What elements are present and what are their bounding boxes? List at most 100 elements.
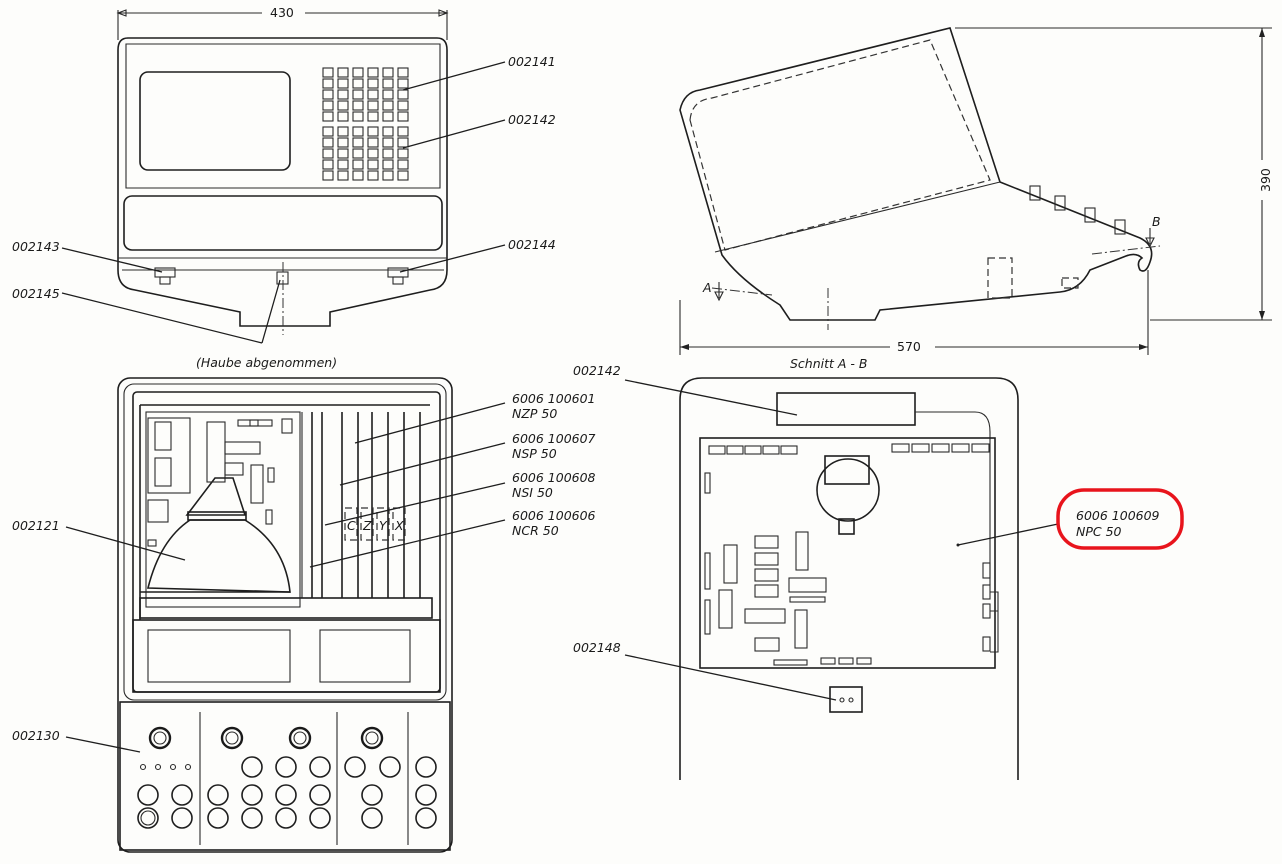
screen	[139, 71, 291, 171]
highlight-circle	[1056, 488, 1184, 550]
component	[820, 657, 836, 665]
circuit-board	[704, 443, 999, 666]
key	[397, 137, 409, 148]
board-name-npc: NPC 50	[1076, 524, 1122, 539]
slot-marker	[376, 507, 390, 541]
component	[704, 599, 711, 635]
key	[382, 67, 394, 78]
section-mark-b: B	[1152, 214, 1161, 229]
slot-marker	[344, 507, 358, 541]
panel-button	[415, 756, 437, 778]
label-002141: 002141	[508, 54, 556, 69]
knob	[360, 726, 384, 750]
component	[754, 535, 779, 549]
key	[352, 78, 364, 89]
board-code-nsi: 6006 100608	[512, 470, 596, 485]
panel-button	[275, 784, 297, 806]
component	[982, 584, 991, 600]
knob-inner	[365, 731, 379, 745]
key	[352, 89, 364, 100]
key	[322, 78, 334, 89]
key	[337, 126, 349, 137]
component	[762, 445, 780, 455]
key	[337, 170, 349, 181]
indicator-lamp	[169, 763, 177, 771]
panel-button	[171, 807, 193, 829]
width-dimension: 430	[270, 5, 294, 20]
panel-button	[275, 756, 297, 778]
indicator-lamp	[139, 763, 147, 771]
component	[723, 544, 738, 584]
component	[704, 552, 711, 590]
component	[780, 445, 798, 455]
component	[754, 552, 779, 566]
component	[856, 657, 872, 665]
key	[337, 100, 349, 111]
key	[367, 170, 379, 181]
component	[744, 608, 786, 624]
panel-button	[241, 784, 263, 806]
component	[951, 443, 970, 453]
board-name-nzp: NZP 50	[512, 406, 557, 421]
key	[352, 67, 364, 78]
key	[397, 111, 409, 122]
key	[322, 111, 334, 122]
component	[718, 589, 733, 629]
component	[891, 443, 910, 453]
key	[382, 89, 394, 100]
control-panel	[137, 726, 437, 829]
key	[397, 100, 409, 111]
key	[322, 126, 334, 137]
component	[754, 584, 779, 598]
panel-button	[344, 756, 366, 778]
component	[971, 443, 990, 453]
component	[704, 472, 711, 494]
panel-button	[207, 807, 229, 829]
component	[982, 603, 991, 619]
section-caption: Schnitt A - B	[790, 356, 867, 371]
key	[397, 89, 409, 100]
knob-inner	[153, 731, 167, 745]
key	[382, 78, 394, 89]
component	[982, 562, 991, 579]
section-mark-a: A	[702, 280, 712, 295]
key	[367, 137, 379, 148]
component	[982, 636, 991, 652]
component	[795, 531, 809, 571]
component	[754, 637, 780, 652]
panel-button	[309, 784, 331, 806]
knob	[148, 726, 172, 750]
component	[794, 609, 808, 649]
key	[352, 126, 364, 137]
slot-letter: C	[347, 518, 356, 533]
key	[397, 159, 409, 170]
key	[337, 111, 349, 122]
key	[382, 126, 394, 137]
key	[367, 89, 379, 100]
key	[337, 78, 349, 89]
slot-letter: Z	[362, 518, 372, 533]
front-tray	[123, 195, 443, 251]
keypad	[322, 67, 409, 181]
panel-button	[415, 807, 437, 829]
key	[337, 137, 349, 148]
key	[367, 148, 379, 159]
key	[322, 170, 334, 181]
knob	[288, 726, 312, 750]
key	[397, 126, 409, 137]
panel-button	[241, 756, 263, 778]
component	[754, 568, 779, 582]
front-view: 430 002141 002142 002143 002144 002145 (…	[12, 5, 556, 370]
component	[708, 445, 726, 455]
key	[397, 78, 409, 89]
key	[337, 67, 349, 78]
panel-button	[137, 807, 159, 829]
label-002143: 002143	[12, 239, 60, 254]
component	[789, 596, 826, 603]
label-002148: 002148	[573, 640, 621, 655]
key	[352, 159, 364, 170]
key	[382, 111, 394, 122]
panel-button	[361, 807, 383, 829]
panel-button	[275, 807, 297, 829]
